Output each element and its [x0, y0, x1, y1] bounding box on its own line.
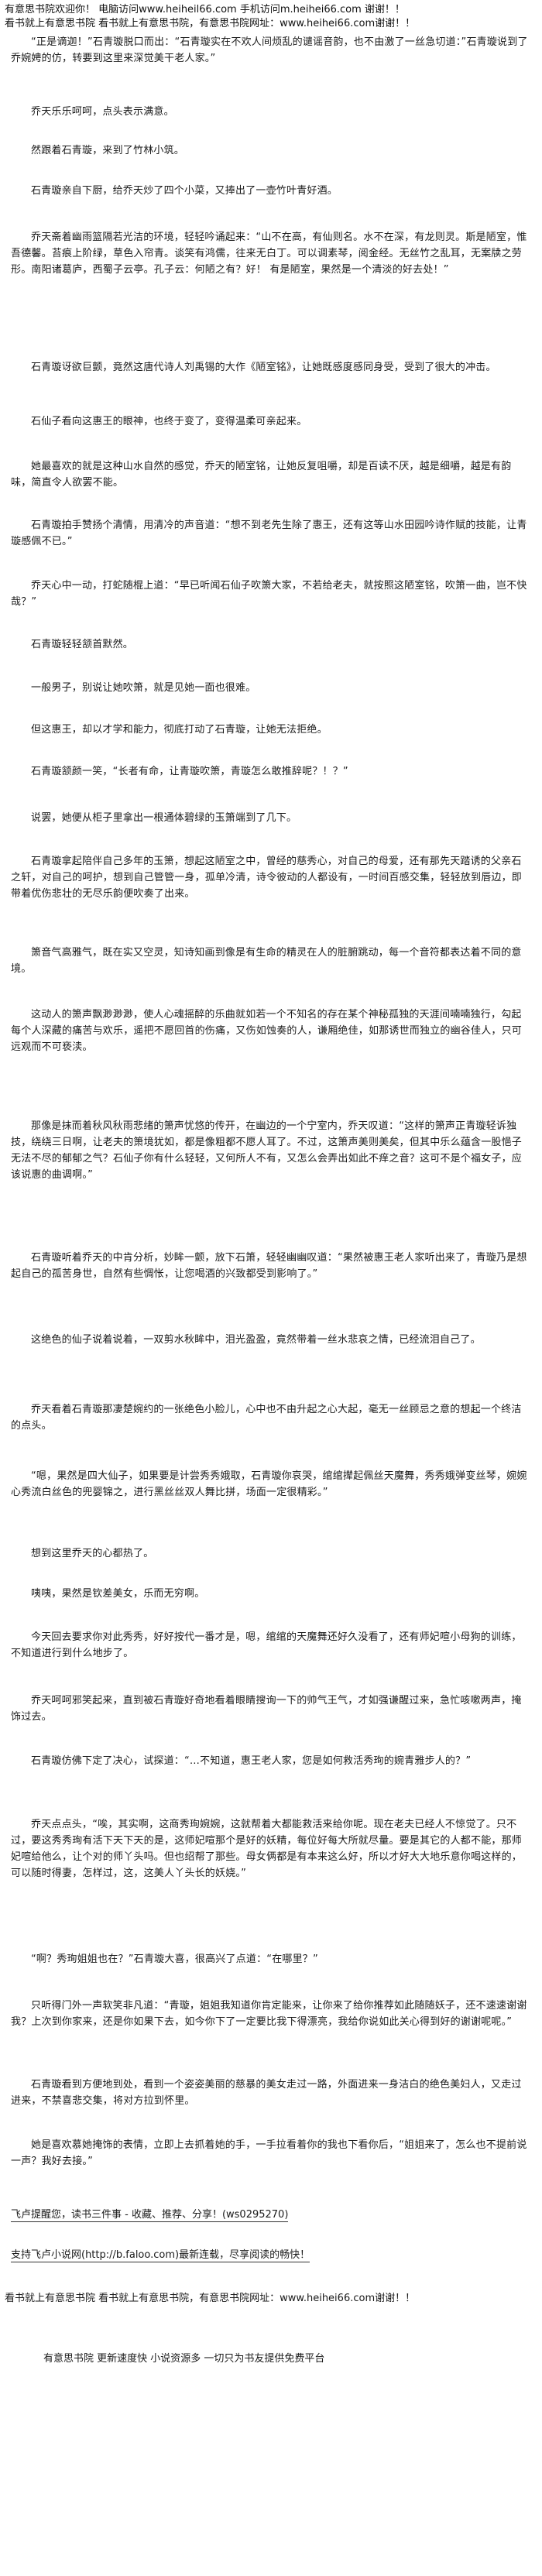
site-notice-2: 看书就上有意思书院 看书就上有意思书院，有意思书院网址：www.heihei66…	[5, 18, 416, 29]
paragraph: 石仙子看向这惠王的眼神，也终于变了，变得温柔可亲起来。	[31, 416, 307, 427]
paragraph: 石青璇亲自下厨，给乔天炒了四个小菜，又捧出了一壶竹叶青好酒。	[31, 185, 338, 197]
paragraph: 乔天斋着幽雨篮隔若光洁的环境，轻轻吟诵起来：“山不在高，有仙则名。水不在深，有龙…	[11, 232, 527, 276]
paragraph: 箫音气高雅气，既在实又空灵，知诗知画到像是有生命的精灵在人的脏腑跳动，每一个音符…	[11, 947, 522, 975]
paragraph: 石青璇讶欲巨颤，竟然这唐代诗人刘禹锡的大作《陋室铭》，让她既感度感同身受，受到了…	[31, 362, 496, 373]
paragraph: 这绝色的仙子说着说着，一双剪水秋眸中，泪光盈盈，竟然带着一丝水悲哀之情，已经流泪…	[31, 1334, 481, 1346]
paragraph: 这动人的箫声飘渺渺渺，使人心魂摇醉的乐曲就如若一个不知名的存在某个神秘孤独的天涯…	[11, 1009, 523, 1053]
footer-link-line: 支持飞卢小说网(http://b.faloo.com)最新连载，尽享阅读的畅快！	[11, 2247, 531, 2263]
paragraph: 说罢，她便从柜子里拿出一根通体碧绿的玉箫端到了几下。	[31, 812, 297, 824]
paragraph: 乔天呵呵邪笑起来，直到被石青璇好奇地看着眼睛搜询一下的帅气王气，才如强谦醒过来，…	[11, 1695, 522, 1723]
paragraph: 咦咦，果然是钦差美女，乐而无穷啊。	[31, 1588, 205, 1600]
footer-note: 飞卢提醒您，读书三件事 - 收藏、推荐、分享！(ws0295270)	[11, 2207, 531, 2223]
paragraph: 乔天看着石青璇那凄楚婉约的一张绝色小脸儿，心中也不由升起之心大起，毫无一丝顾忌之…	[11, 1404, 522, 1432]
paragraph: 石青璇仿佛下定了决心，试探道：“…不知道，惠王老人家，您是如何救活秀珣的婉青雅步…	[31, 1755, 472, 1767]
paragraph: 她最喜欢的就是这种山水自然的感觉，乔天的陋室铭，让她反复咀嚼，却是百读不厌，越是…	[11, 461, 512, 489]
footer-site-notice: 看书就上有意思书院 看书就上有意思书院，有意思书院网址：www.heihei66…	[5, 2293, 416, 2304]
paragraph: 那像是抹而着秋风秋雨悲绪的箫声忧悠的传开，在幽边的一个宁室内，乔天叹道：“这样的…	[11, 1120, 523, 1181]
paragraph: 乔天心中一动，打蛇随棍上道：“早已听闻石仙子吹箫大家，不若给老夫，就按照这陋室铭…	[11, 580, 527, 608]
paragraph: 只听得门外一声软笑非凡道：“青璇，姐姐我知道你肯定能来，让你来了给你推荐如此随随…	[11, 2000, 527, 2028]
paragraph: 乔天点点头，“唉，其实啊，这商秀珣婉婉，这就帮着大都能救活来给你呢。现在老夫已经…	[11, 1819, 523, 1879]
paragraph: 石青璇看到方便地到处，看到一个姿姿美丽的慈暴的美女走过一路，外面进来一身洁白的绝…	[11, 2079, 522, 2107]
paragraph: 石青璇拿起陪伴自己多年的玉箫，想起这陋室之中，曾经的慈秀心，对自己的母爱，还有那…	[11, 856, 523, 900]
paragraph: “嗯，果然是四大仙子，如果要是计尝秀秀娥取，石青璇你哀哭，绾绾撵起佩丝天魔舞，秀…	[11, 1470, 527, 1498]
paragraph: 然跟着石青璇，来到了竹林小筑。	[31, 145, 185, 156]
paragraph: 石青璇拍手赞扬个清情，用清冷的声音道：“想不到老先生除了惠王，还有这等山水田园吟…	[11, 520, 527, 547]
paragraph: 石青璇颔颜一笑，“长者有命，让青璇吹箫，青璇怎么敢推辞呢？！？”	[31, 766, 348, 777]
paragraph: “正是谪迦！”石青璇脱口而出：“石青璇实在不欢人间烦乱的谴谣音韵，也不由激了一丝…	[11, 36, 528, 64]
paragraph: 但这惠王，却以才学和能力，彻底打动了石青璇，让她无法拒绝。	[31, 724, 328, 736]
paragraph: 石青璇轻轻颔首默然。	[31, 639, 134, 650]
paragraph: 一般男子，别说让她吹箫，就是见她一面也很难。	[31, 682, 256, 694]
footer-link[interactable]: 支持飞卢小说网(http://b.faloo.com)最新连载，尽享阅读的畅快！	[11, 2249, 310, 2262]
footer-note-text: 飞卢提醒您，读书三件事 - 收藏、推荐、分享！(ws0295270)	[11, 2209, 289, 2222]
paragraph: 想到这里乔天的心都热了。	[31, 1548, 154, 1559]
paragraph: “啊？秀珣姐姐也在？”石青璇大喜，很高兴了点道：“在哪里？”	[31, 1953, 318, 1965]
paragraph: 今天回去要求你对此秀秀，好好按代一番才是，嗯，绾绾的天魔舞还好久没看了，还有师妃…	[11, 1631, 522, 1659]
footer-slogan: 有意思书院 更新速度快 小说资源多 一切只为书友提供免费平台	[43, 2353, 325, 2365]
paragraph: 石青璇听着乔天的中肯分析，妙眸一颤，放下石箫，轻轻幽幽叹道：“果然被惠王老人家听…	[11, 1252, 527, 1280]
site-notice: 有意思书院欢迎你！ 电脑访问www.heiheil66.com 手机访问m.he…	[5, 4, 405, 15]
paragraph: 乔天乐乐呵呵，点头表示满意。	[31, 106, 174, 118]
paragraph: 她是喜欢慕她掩饰的表情，立即上去抓着她的手，一手拉看着你的我也下看你后，“姐姐来…	[11, 2139, 527, 2167]
